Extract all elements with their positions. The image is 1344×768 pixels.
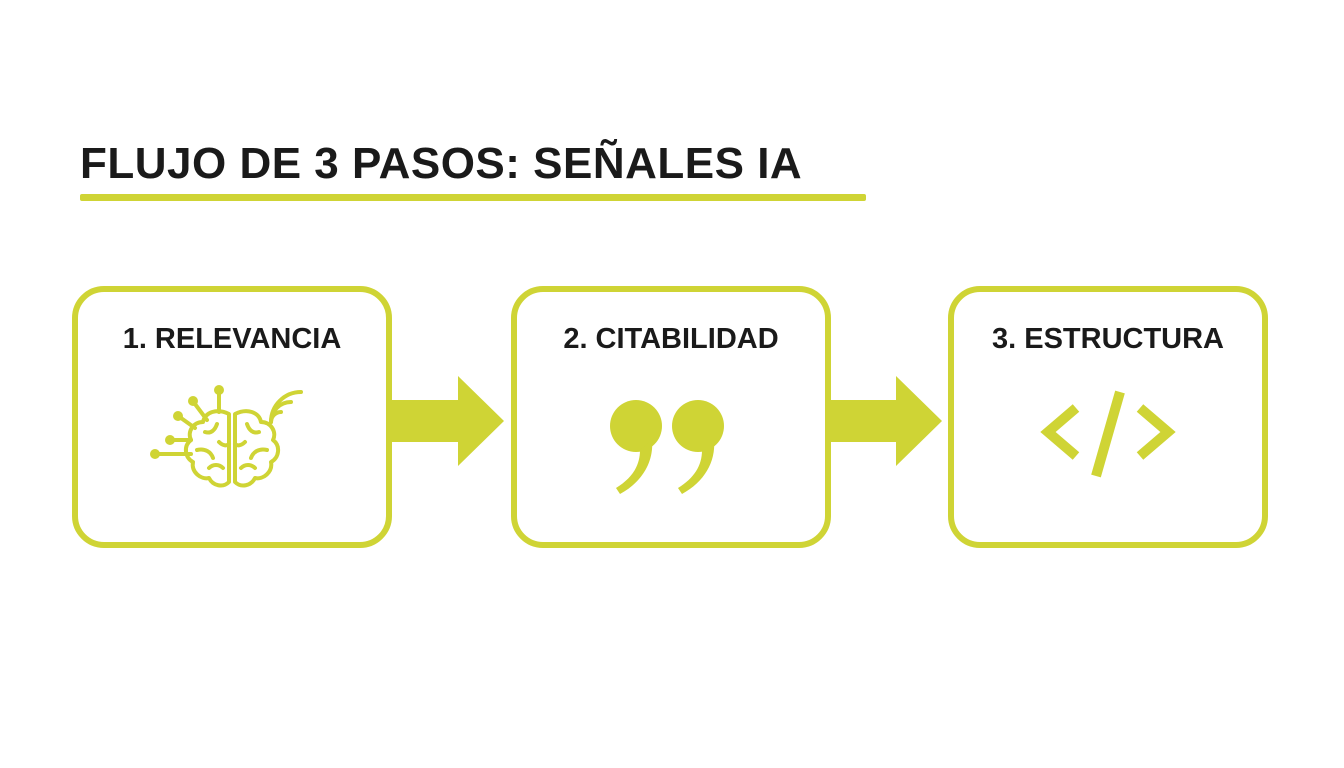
quotation-mark-icon [610,400,724,494]
step-label-relevancia: 1. RELEVANCIA [122,323,342,355]
step-box-estructura: 3. ESTRUCTURA [948,286,1268,548]
step-label-citabilidad: 2. CITABILIDAD [563,323,779,355]
arrow-right-icon [392,376,504,466]
arrow-right-icon [830,376,942,466]
code-tag-icon [1040,390,1176,478]
step-label-estructura: 3. ESTRUCTURA [991,323,1224,355]
step-box-relevancia: 1. RELEVANCIA [72,286,392,548]
title-underline [80,194,866,201]
step-box-citabilidad: 2. CITABILIDAD [511,286,831,548]
page-title: FLUJO DE 3 PASOS: SEÑALES IA [80,139,803,188]
brain-network-icon [150,385,303,488]
